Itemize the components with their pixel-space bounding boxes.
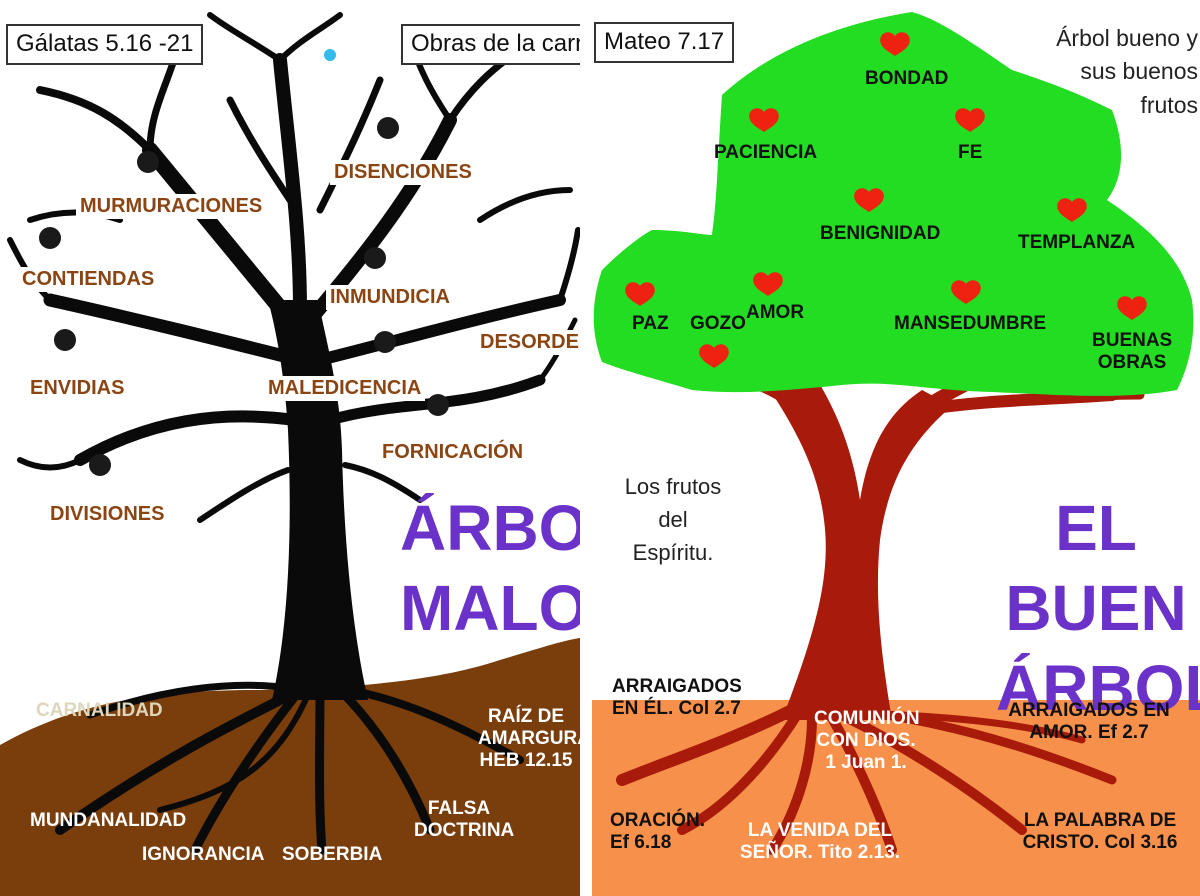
good-tree-illustration [592, 12, 1200, 896]
bad-tree-roots [55, 681, 524, 855]
root-label-oracion: ORACIÓN. Ef 6.18 [610, 810, 705, 853]
fruit-label-amor: AMOR [746, 302, 805, 323]
fruit-label-fe: FE [958, 142, 983, 163]
branch-label-divisiones: DIVISIONES [46, 502, 169, 527]
good-tree-trunk [770, 378, 952, 720]
good-tree-soil [592, 700, 1200, 896]
branch-label-fornicacion: FORNICACIÓN [378, 440, 528, 465]
bad-tree-panel: Gálatas 5.16 -21 Obras de la carne MURMU… [0, 0, 580, 896]
bad-tree-blue-fruit [324, 49, 336, 61]
root-label-ignorancia: IGNORANCIA [142, 844, 265, 865]
good-tree-canopy [593, 12, 1194, 396]
branch-label-contiendas: CONTIENDAS [18, 267, 159, 292]
good-tree-title: EL BUEN ÁRBOL [996, 488, 1200, 728]
fruit-label-benignidad: BENIGNIDAD [820, 223, 941, 244]
root-label-la-palabra-de-cristo: LA PALABRA DE CRISTO. Col 3.16 [1022, 810, 1178, 853]
branch-label-maledicencia: MALEDICENCIA [264, 376, 426, 401]
branch-label-desorden: DESORDEN [476, 330, 580, 355]
root-label-comunion-con-dios: COMUNIÓN CON DIOS. 1 Juan 1. [814, 708, 920, 773]
bad-tree-title: ÁRBOL MALO [400, 488, 580, 648]
fruit-label-mansedumbre: MANSEDUMBRE [894, 313, 1046, 334]
branch-label-disenciones: DISENCIONES [330, 160, 476, 185]
fruit-label-templanza: TEMPLANZA [1018, 232, 1136, 253]
bad-tree-title-line2: MALO [400, 572, 580, 644]
branch-label-murmuraciones: MURMURACIONES [76, 194, 267, 219]
root-label-la-venida-del-senor: LA VENIDA DEL SEÑOR. Tito 2.13. [739, 820, 901, 863]
bad-tree-ref-label: Gálatas 5.16 -21 [6, 24, 204, 65]
root-label-carnalidad: CARNALIDAD [36, 700, 163, 721]
good-tree-title-line2: ÁRBOL [996, 652, 1200, 724]
good-tree-caption: Árbol bueno y sus buenos frutos [1056, 25, 1198, 118]
root-label-arraigados-en-el: ARRAIGADOS EN ÉL. Col 2.7 [612, 676, 742, 719]
fruit-label-bondad: BONDAD [865, 68, 949, 89]
good-tree-title-line1: EL BUEN [1005, 492, 1187, 644]
fruit-label-gozo: GOZO [690, 313, 746, 334]
fruit-label-paciencia: PACIENCIA [714, 142, 818, 163]
bad-tree-soil [0, 638, 580, 896]
root-label-raiz-de-amargura: RAÍZ DE AMARGURA HEB 12.15 [478, 706, 580, 771]
root-label-soberbia: SOBERBIA [282, 844, 383, 865]
good-tree-panel: Mateo 7.17 Árbol bueno y sus buenos frut… [592, 0, 1200, 896]
root-label-arraigados-en-amor: ARRAIGADOS EN AMOR. Ef 2.7 [1008, 700, 1170, 743]
root-label-mundanalidad: MUNDANALIDAD [30, 810, 187, 831]
bad-tree-title-line1: ÁRBOL [400, 492, 580, 564]
bad-tree-fruits [39, 117, 449, 476]
bad-tree-caption: Obras de la carne [401, 24, 580, 65]
branch-label-inmundicia: INMUNDICIA [326, 285, 454, 310]
good-tree-ref-label: Mateo 7.17 [594, 22, 735, 63]
root-label-falsa-doctrina: FALSA DOCTRINA [414, 798, 515, 841]
branch-label-envidias: ENVIDIAS [26, 376, 129, 401]
good-tree-fruits [625, 32, 1147, 368]
good-tree-side-note: Los frutos del Espíritu. [624, 474, 722, 565]
fruit-label-buenas-obras: BUENAS OBRAS [1092, 330, 1173, 373]
fruit-label-paz: PAZ [632, 313, 669, 334]
